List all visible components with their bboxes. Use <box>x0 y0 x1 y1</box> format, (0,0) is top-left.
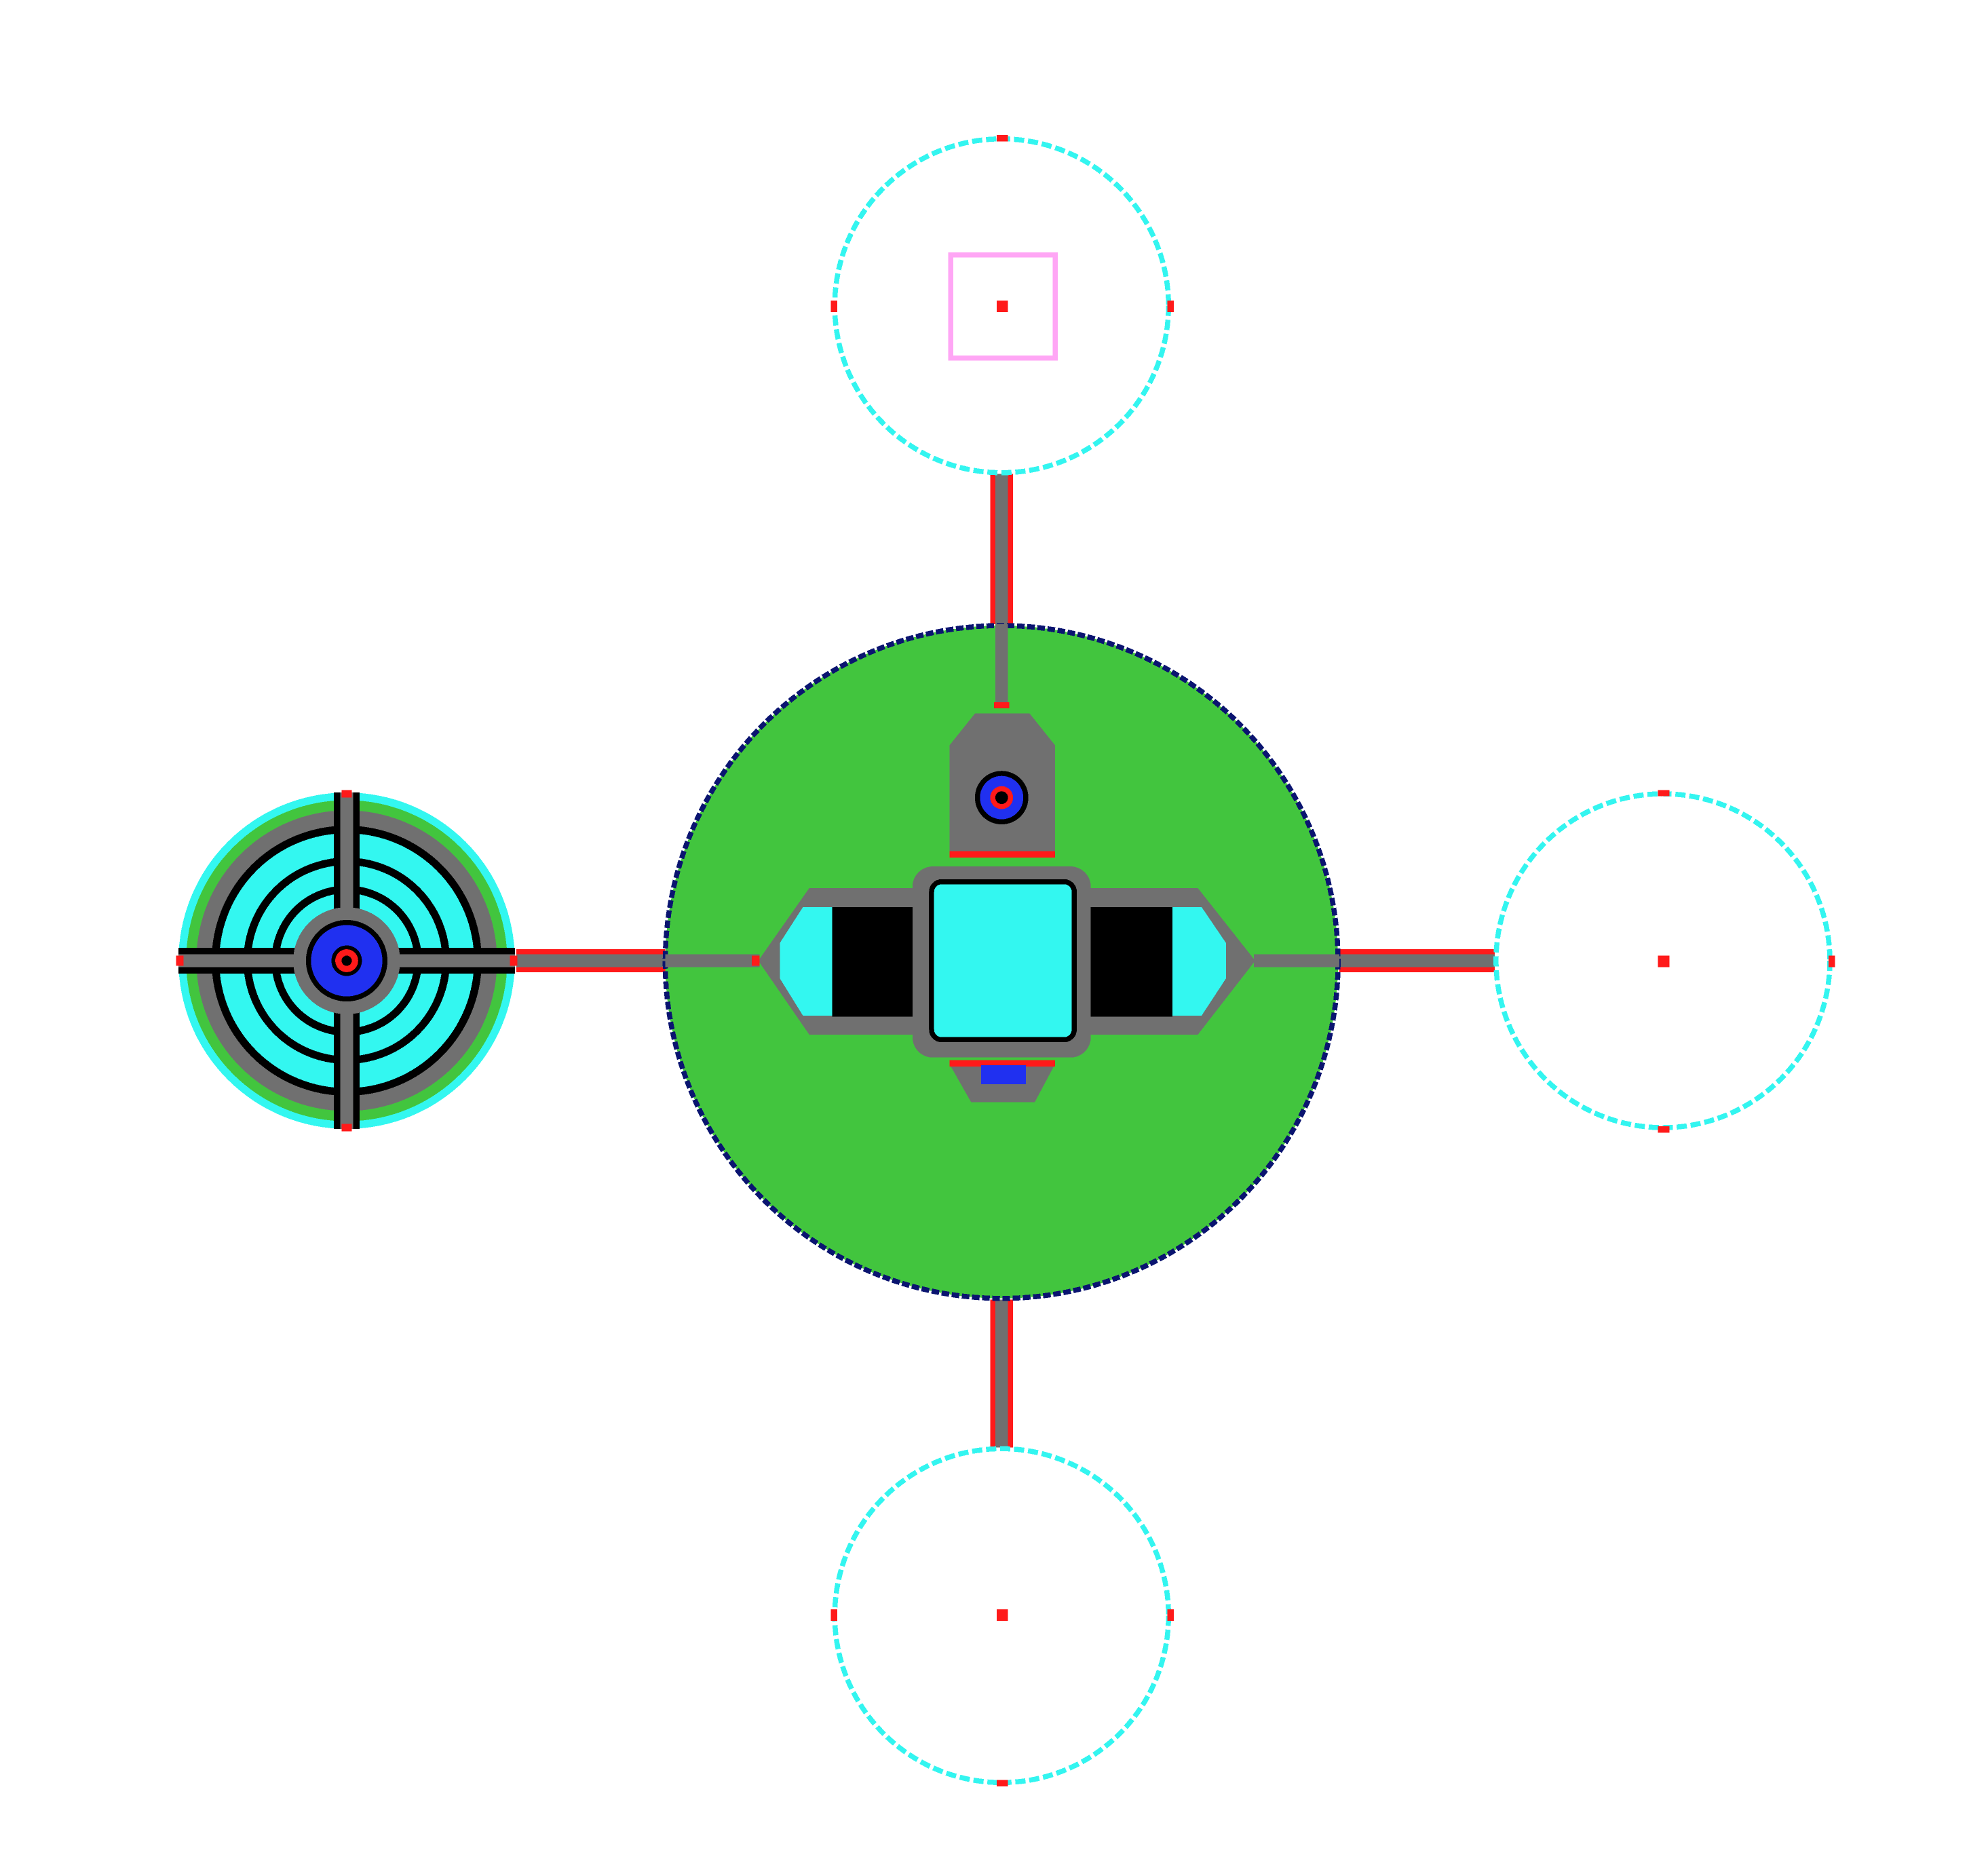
left-pod <box>780 907 833 1016</box>
empty-slot-top[interactable] <box>830 135 1174 476</box>
connector-right <box>1339 949 1495 972</box>
empty-slot-right[interactable] <box>1493 790 1835 1133</box>
selection-marker-icon <box>948 252 1058 361</box>
empty-slot-bottom[interactable] <box>830 1446 1174 1786</box>
radar-dish-module-icon[interactable] <box>176 790 518 1132</box>
connector-left <box>516 949 666 972</box>
core-module <box>929 879 1077 1043</box>
connector-top <box>990 474 1014 625</box>
connector-bottom <box>990 1299 1014 1448</box>
right-pod <box>1172 907 1226 1016</box>
target-icon <box>974 771 1029 825</box>
central-hub-icon[interactable] <box>662 623 1341 1301</box>
